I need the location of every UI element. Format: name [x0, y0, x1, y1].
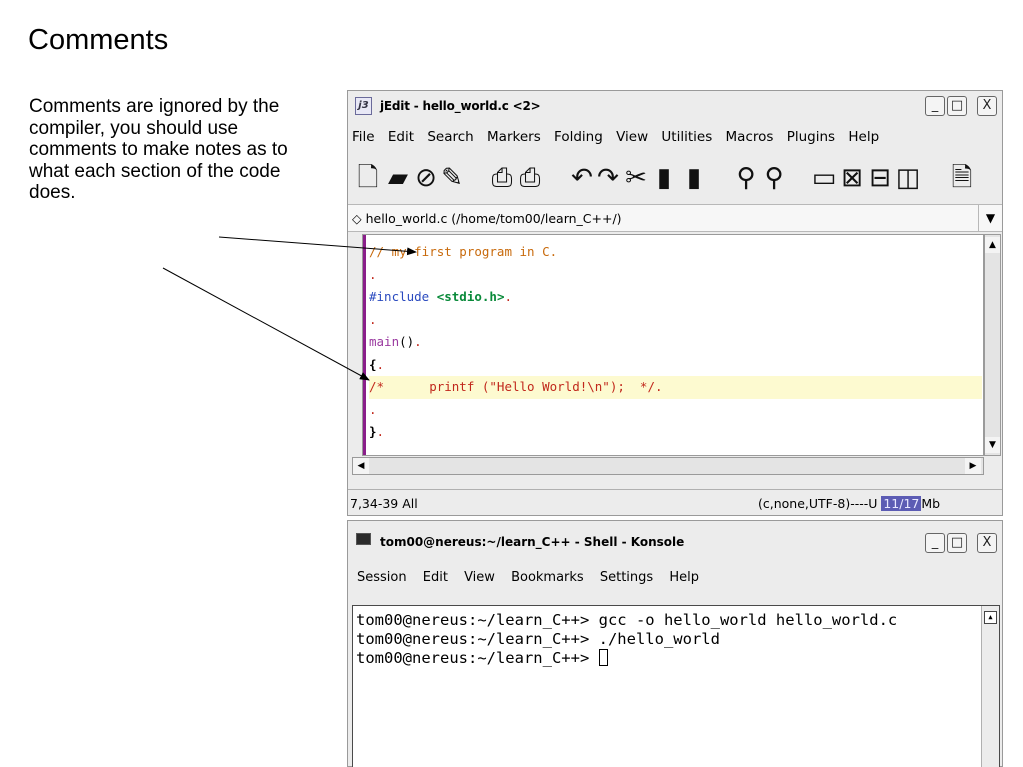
- unsplit-icon[interactable]: ⊠: [841, 163, 863, 193]
- menu-folding[interactable]: Folding: [554, 129, 603, 145]
- scroll-down-icon[interactable]: ▼: [985, 437, 1000, 453]
- code-line: main().: [369, 334, 422, 349]
- menu-bookmarks[interactable]: Bookmarks: [511, 570, 584, 585]
- jedit-window: j3 jEdit - hello_world.c <2> _ □ X File …: [347, 90, 1003, 516]
- menu-markers[interactable]: Markers: [487, 129, 541, 145]
- code-line: // my first program in C.: [369, 244, 558, 259]
- menu-view[interactable]: View: [464, 570, 495, 585]
- konsole-menubar: Session Edit View Bookmarks Settings Hel…: [357, 570, 711, 585]
- undo-icon[interactable]: ↶: [571, 163, 593, 193]
- close-buffer-icon[interactable]: ⊘: [415, 163, 437, 193]
- minimize-button[interactable]: _: [925, 96, 945, 116]
- jedit-titlebar[interactable]: j3 jEdit - hello_world.c <2> _ □ X: [348, 91, 1002, 123]
- editor-vertical-scrollbar[interactable]: ▲ ▼: [984, 234, 1001, 456]
- code-line: }.: [369, 424, 385, 439]
- split-vertical-icon[interactable]: ◫: [895, 163, 921, 193]
- menu-session[interactable]: Session: [357, 570, 407, 585]
- editor-horizontal-scrollbar[interactable]: ◀ ▶: [352, 457, 984, 475]
- terminal-cursor: [598, 649, 608, 666]
- jedit-app-icon: j3: [355, 97, 372, 115]
- menu-edit[interactable]: Edit: [387, 129, 415, 145]
- menu-search[interactable]: Search: [427, 129, 474, 145]
- menu-plugins[interactable]: Plugins: [786, 129, 836, 145]
- menu-macros[interactable]: Macros: [725, 129, 774, 145]
- find-next-icon[interactable]: ⚲: [764, 163, 784, 193]
- terminal-lines: tom00@nereus:~/learn_C++> gcc -o hello_w…: [356, 611, 897, 668]
- close-button[interactable]: X: [977, 96, 997, 116]
- edit-pencil-icon[interactable]: ✎: [441, 163, 463, 193]
- caret-position: 7,34-39 All: [350, 496, 418, 511]
- new-file-icon[interactable]: 🗋: [357, 163, 379, 193]
- code-editor[interactable]: // my first program in C. . #include <st…: [362, 234, 984, 456]
- konsole-window-title: tom00@nereus:~/learn_C++ - Shell - Konso…: [380, 535, 685, 549]
- code-line-highlighted: /* printf ("Hello World!\n"); */.: [369, 376, 982, 399]
- menu-help[interactable]: Help: [848, 129, 880, 145]
- terminal-line: tom00@nereus:~/learn_C++>: [356, 649, 897, 668]
- copy-icon[interactable]: ▮: [656, 163, 672, 193]
- menu-file[interactable]: File: [352, 129, 375, 145]
- plugin-manager-icon[interactable]: 🗎: [951, 163, 973, 193]
- cut-icon[interactable]: ✂: [625, 163, 647, 193]
- menu-view[interactable]: View: [616, 129, 649, 145]
- code-line: .: [369, 311, 377, 327]
- jedit-window-title: jEdit - hello_world.c <2>: [380, 99, 541, 113]
- konsole-minimize-button[interactable]: _: [925, 533, 945, 553]
- editor-gutter: [363, 235, 366, 455]
- menu-edit[interactable]: Edit: [422, 570, 448, 585]
- print-icon[interactable]: ⎙: [491, 163, 513, 193]
- slide-title: Comments: [28, 24, 169, 56]
- redo-icon[interactable]: ↷: [597, 163, 619, 193]
- code-lines: // my first program in C. . #include <st…: [369, 241, 982, 444]
- terminal-scrollbar[interactable]: ▲: [981, 606, 999, 767]
- maximize-button[interactable]: □: [947, 96, 967, 116]
- code-line: .: [369, 266, 377, 282]
- scroll-up-icon[interactable]: ▲: [985, 237, 1000, 253]
- scroll-up-icon[interactable]: ▲: [984, 611, 997, 624]
- menu-settings[interactable]: Settings: [599, 570, 654, 585]
- open-folder-icon[interactable]: ▰: [388, 163, 408, 193]
- diamond-icon: ◇: [352, 211, 366, 226]
- slide-description: Comments are ignored by the compiler, yo…: [29, 96, 288, 203]
- print-preview-icon[interactable]: ⎙: [519, 163, 541, 193]
- code-line: .: [369, 401, 377, 417]
- menu-help[interactable]: Help: [669, 570, 699, 585]
- chevron-down-icon[interactable]: ▼: [978, 205, 1002, 231]
- terminal-line: tom00@nereus:~/learn_C++> gcc -o hello_w…: [356, 611, 898, 629]
- new-view-icon[interactable]: ▭: [811, 163, 837, 193]
- konsole-window: tom00@nereus:~/learn_C++ - Shell - Konso…: [347, 520, 1003, 767]
- scroll-right-icon[interactable]: ▶: [965, 458, 981, 474]
- code-line: #include <stdio.h>.: [369, 289, 512, 304]
- buffer-label: ◇ hello_world.c (/home/tom00/learn_C++/): [352, 211, 622, 226]
- paste-icon[interactable]: ▮: [686, 163, 702, 193]
- jedit-menubar: File Edit Search Markers Folding View Ut…: [352, 129, 888, 145]
- code-line: {.: [369, 356, 385, 372]
- search-icon[interactable]: ⚲: [736, 163, 756, 193]
- arrow-to-block-comment: [162, 267, 370, 381]
- buffer-switcher[interactable]: ◇ hello_world.c (/home/tom00/learn_C++/)…: [348, 204, 1002, 232]
- memory-indicator: 11/17: [881, 496, 922, 511]
- menu-utilities[interactable]: Utilities: [661, 129, 713, 145]
- terminal-icon: [356, 533, 371, 545]
- konsole-close-button[interactable]: X: [977, 533, 997, 553]
- split-horizontal-icon[interactable]: ⊟: [869, 163, 891, 193]
- scroll-left-icon[interactable]: ◀: [353, 458, 369, 474]
- terminal-line: tom00@nereus:~/learn_C++> ./hello_world: [356, 630, 720, 648]
- buffer-path: hello_world.c (/home/tom00/learn_C++/): [365, 211, 622, 226]
- konsole-maximize-button[interactable]: □: [947, 533, 967, 553]
- terminal-output[interactable]: tom00@nereus:~/learn_C++> gcc -o hello_w…: [352, 605, 1000, 767]
